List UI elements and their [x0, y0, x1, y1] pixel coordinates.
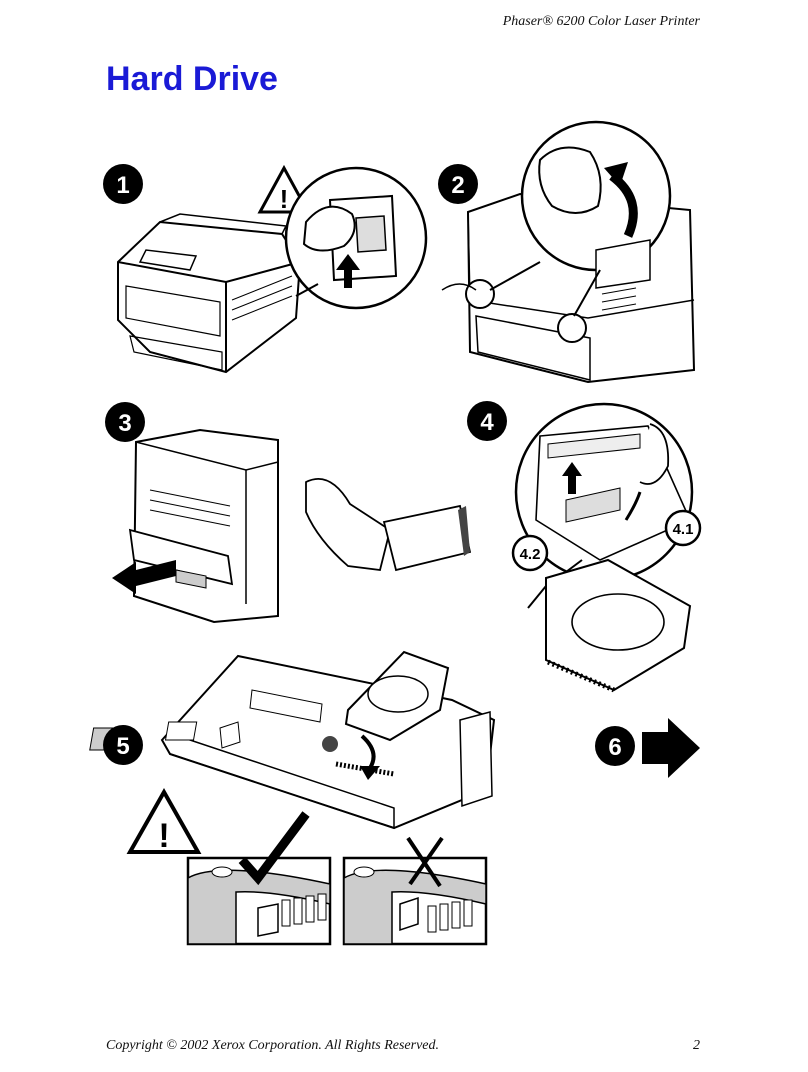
svg-text:4: 4 — [480, 409, 494, 436]
svg-text:4.1: 4.1 — [673, 521, 694, 538]
step-badge-5: 5 — [103, 725, 143, 765]
checkmark-icon — [238, 811, 310, 886]
caution-section — [126, 787, 488, 946]
copyright-footer: Copyright © 2002 Xerox Corporation. All … — [106, 1038, 439, 1053]
step-badge-1: 1 — [103, 164, 143, 204]
substep-badge-4-2: 4.2 — [511, 534, 549, 572]
svg-text:3: 3 — [118, 410, 131, 437]
substep-badge-4-1: 4.1 — [664, 509, 702, 547]
page-title: Hard Drive — [106, 60, 278, 98]
step-2-illustration — [441, 120, 696, 384]
step-5-illustration — [89, 650, 496, 830]
svg-text:6: 6 — [608, 734, 621, 761]
step-badge-6: 6 — [595, 726, 635, 766]
step-badge-4: 4 — [467, 401, 507, 441]
running-header: Phaser® 6200 Color Laser Printer — [502, 14, 700, 29]
step-badge-2: 2 — [438, 164, 478, 204]
svg-text:5: 5 — [116, 733, 129, 760]
page-number: 2 — [693, 1038, 700, 1053]
warning-mark-1: ! — [280, 184, 289, 214]
svg-text:2: 2 — [451, 172, 464, 199]
warning-icon — [126, 787, 202, 854]
pull-arrow-icon — [112, 560, 176, 594]
svg-text:4.2: 4.2 — [520, 546, 541, 563]
step-4-illustration — [514, 402, 694, 693]
arrow-up-icon — [336, 254, 360, 288]
x-mark-icon — [406, 836, 444, 888]
step-1-illustration — [117, 164, 428, 374]
arrow-right-icon — [642, 718, 700, 778]
warning-mark-2: ! — [158, 817, 169, 855]
step-badge-3: 3 — [105, 402, 145, 442]
step-3-illustration — [112, 428, 472, 624]
svg-text:1: 1 — [116, 172, 129, 199]
